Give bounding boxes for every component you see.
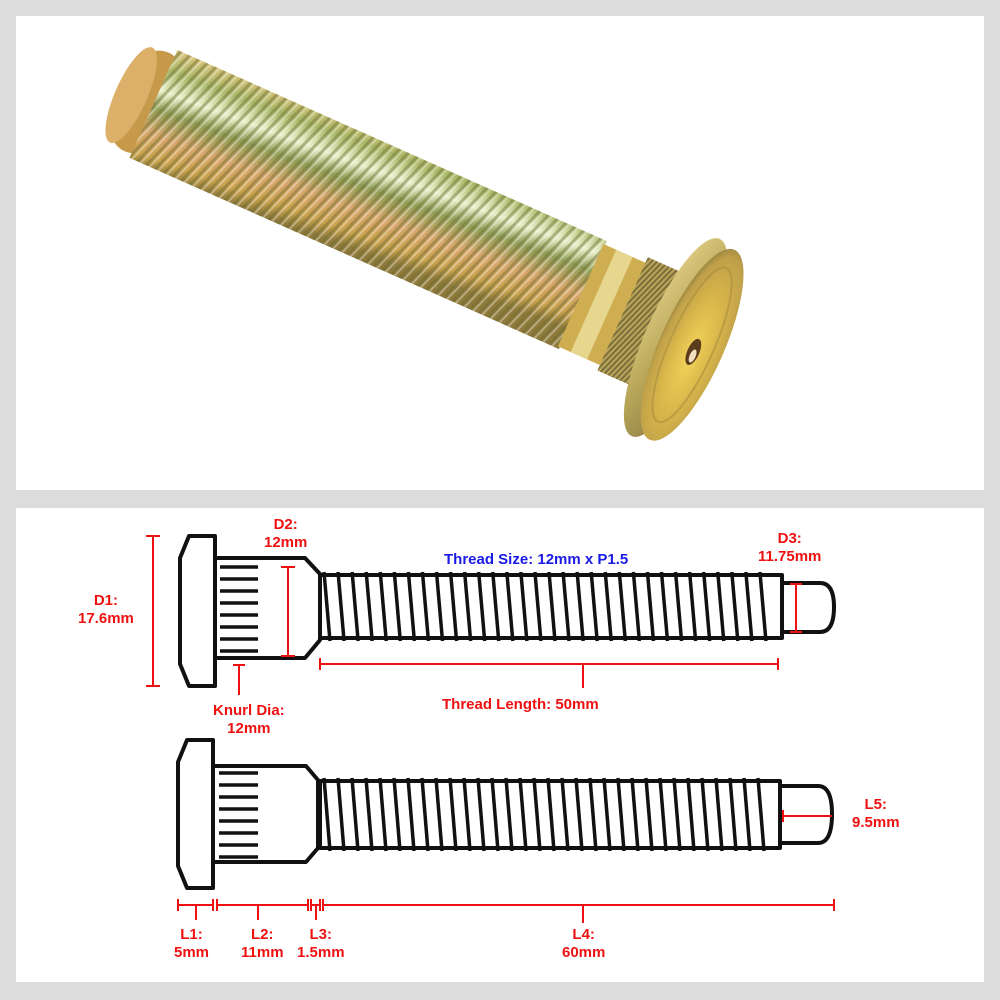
- top-stud-shank: [213, 556, 322, 660]
- top-stud-head: [178, 534, 217, 688]
- l3-label: L3: 1.5mm: [297, 926, 345, 961]
- top-thread-lines: [322, 571, 768, 642]
- top-knurl-lines: [220, 565, 258, 653]
- l2-label: L2: 11mm: [241, 926, 284, 961]
- l5-label: L5: 9.5mm: [852, 796, 900, 831]
- thread-size-label: Thread Size: 12mm x P1.5: [444, 551, 629, 568]
- l4-label: L4: 60mm: [562, 926, 606, 961]
- knurl-dia-label: Knurl Dia: 12mm: [213, 702, 285, 737]
- l1-label: L1: 5mm: [174, 926, 210, 961]
- bottom-stud-head: [176, 738, 215, 890]
- dimension-diagram-panel: D2: 12mm Thread Size: 12mm x P1.5 D3: 11…: [16, 508, 984, 982]
- product-photo-panel: [16, 16, 984, 490]
- bottom-knurl-lines: [219, 771, 258, 859]
- stud-dimension-drawing: [146, 534, 836, 923]
- wheel-stud-photo: [105, 47, 744, 441]
- d3-label: D3: 11.75mm: [758, 530, 822, 565]
- d2-label: D2: 12mm: [264, 516, 308, 551]
- d1-label: D1: 17.6mm: [78, 592, 134, 627]
- bottom-stud-pilot: [778, 784, 834, 845]
- bottom-thread-lines: [322, 777, 766, 852]
- top-stud-pilot: [780, 581, 836, 634]
- thread-length-label: Thread Length: 50mm: [442, 696, 599, 713]
- bottom-stud-shank: [211, 764, 320, 864]
